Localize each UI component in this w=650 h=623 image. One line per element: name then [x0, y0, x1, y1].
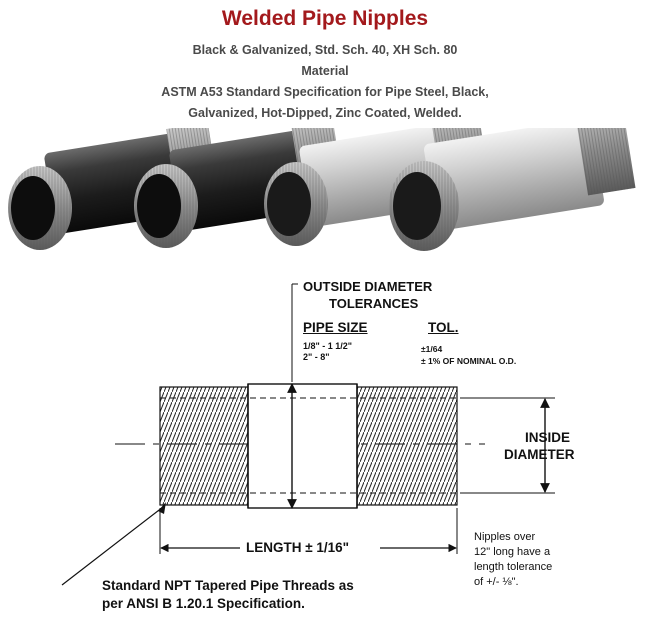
- pipe-nipples-photo: [8, 128, 636, 251]
- tol-row-2: ± 1% OF NOMINAL O.D.: [421, 356, 517, 366]
- pipe-size-row-1: 1/8" - 1 1/2": [303, 341, 353, 351]
- inside-diameter-label-2: DIAMETER: [504, 447, 575, 462]
- inside-diameter-label: INSIDE: [525, 430, 571, 445]
- page-title: Welded Pipe Nipples: [221, 7, 429, 30]
- pipe-size-row-2: 2" - 8": [303, 352, 330, 362]
- subtitle-line: Black & Galvanized, Std. Sch. 40, XH Sch…: [192, 43, 458, 57]
- npt-note-2: per ANSI B 1.20.1 Specification.: [102, 596, 305, 611]
- spec-line: ASTM A53 Standard Specification for Pipe…: [161, 85, 489, 99]
- pipe-drawing: [159, 383, 458, 509]
- pipe-size-header: PIPE SIZE: [303, 320, 368, 335]
- galvanized-pipe-nipple-2: [389, 128, 636, 251]
- length-tolerance-note-3: length tolerance: [474, 561, 553, 573]
- od-title: OUTSIDE DIAMETER: [303, 279, 433, 294]
- tol-row-1: ±1/64: [421, 344, 443, 354]
- length-tolerance-note: Nipples over: [474, 531, 536, 543]
- material-heading: Material: [301, 64, 349, 78]
- od-title-2: TOLERANCES: [329, 296, 419, 311]
- length-tolerance-note-2: 12" long have a: [474, 546, 551, 558]
- length-label: LENGTH ± 1/16": [246, 540, 350, 555]
- length-tolerance-note-4: of +/- ⅛".: [474, 576, 519, 588]
- nipple-dimension-diagram: [61, 283, 555, 586]
- spec-line-2: Galvanized, Hot-Dipped, Zinc Coated, Wel…: [188, 106, 462, 120]
- tol-header: TOL.: [428, 320, 459, 335]
- npt-note: Standard NPT Tapered Pipe Threads as: [102, 578, 354, 593]
